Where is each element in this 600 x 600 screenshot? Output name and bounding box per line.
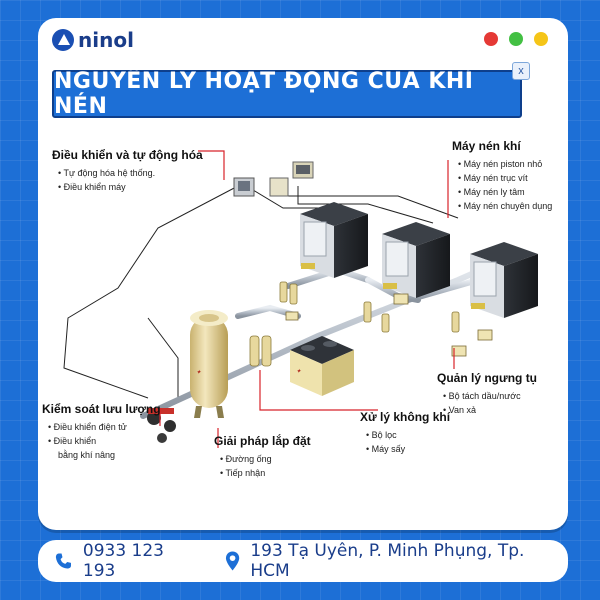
contact-footer: 0933 123 193 193 Tạ Uyên, P. Minh Phụng,…	[38, 540, 568, 582]
compressed-air-system-diagram: ✦ ✦	[63, 150, 538, 448]
label-condensate-management: Quản lý ngưng tụ Bộ tách dầu/nước Van xả	[437, 371, 537, 417]
label-flow-control: Kiểm soát lưu lượng Điều khiển điện tử Đ…	[42, 402, 161, 462]
maximize-dot[interactable]	[509, 32, 523, 46]
leader-lines	[159, 150, 455, 448]
air-dryer: ✦	[290, 336, 354, 396]
label-item: Máy nén piston nhỏ	[452, 157, 552, 171]
label-heading: Quản lý ngưng tụ	[437, 371, 538, 385]
svg-text:✦: ✦	[296, 368, 302, 375]
address-text: 193 Tạ Uyên, P. Minh Phụng, Tp. HCM	[250, 541, 525, 581]
label-item: Đường ống	[214, 452, 311, 466]
brand-logo: ninol	[52, 28, 134, 52]
label-compressors: Máy nén khí Máy nén piston nhỏ Máy nén t…	[452, 139, 552, 213]
air-filters	[249, 335, 272, 367]
label-item: Máy sấy	[360, 442, 450, 456]
compressor-2	[382, 222, 450, 298]
label-item: Điều khiển máy	[52, 180, 203, 194]
label-heading: Xử lý không khí	[360, 410, 451, 424]
map-pin-icon	[226, 551, 240, 571]
label-item: Van xả	[437, 403, 537, 417]
drain-traps	[285, 293, 493, 357]
label-item: Điều khiển điện tử	[42, 420, 161, 434]
content-card: ninol NGUYÊN LÝ HOẠT ĐỘNG CỦA KHÍ NÉN x	[38, 18, 568, 530]
label-item: Tiếp nhận	[214, 466, 311, 480]
phone-icon	[55, 553, 71, 569]
label-air-treatment: Xử lý không khí Bộ lọc Máy sấy	[360, 410, 450, 456]
address-contact[interactable]: 193 Tạ Uyên, P. Minh Phụng, Tp. HCM	[225, 541, 552, 581]
page-title: NGUYÊN LÝ HOẠT ĐỘNG CỦA KHÍ NÉN	[54, 69, 474, 119]
label-item: Tự động hóa hệ thống.	[52, 166, 203, 180]
compressor-3	[470, 242, 538, 318]
label-heading: Kiểm soát lưu lượng	[42, 402, 161, 416]
phone-contact[interactable]: 0933 123 193	[54, 541, 195, 581]
phone-number: 0933 123 193	[82, 541, 164, 581]
control-panels	[233, 161, 314, 197]
close-icon[interactable]: x	[512, 62, 530, 80]
label-item: Máy nén trục vít	[452, 171, 552, 185]
logo-icon	[52, 29, 74, 51]
label-installation: Giải pháp lắp đặt Đường ống Tiếp nhận	[214, 434, 311, 480]
label-item-continued: bằng khí nâng	[58, 450, 116, 460]
title-banner: NGUYÊN LÝ HOẠT ĐỘNG CỦA KHÍ NÉN x	[52, 62, 530, 119]
brand-name: ninol	[78, 28, 134, 52]
close-dot[interactable]	[484, 32, 498, 46]
control-cables	[63, 185, 459, 399]
air-receiver-tank: ✦	[190, 310, 228, 418]
label-item: Máy nén chuyên dụng	[452, 199, 553, 213]
compressor-1	[300, 202, 368, 278]
window-controls	[484, 32, 548, 46]
label-item: Bộ lọc	[360, 428, 450, 442]
label-item: Bộ tách dầu/nước	[437, 389, 537, 403]
svg-text:✦: ✦	[196, 369, 202, 376]
label-item: Điều khiển	[42, 434, 161, 448]
minimize-dot[interactable]	[534, 32, 548, 46]
inline-filters	[279, 281, 460, 333]
label-item: Máy nén ly tâm	[452, 185, 552, 199]
label-heading: Giải pháp lắp đặt	[214, 434, 311, 448]
label-heading: Điều khiển và tự động hóa	[52, 148, 203, 162]
label-control-automation: Điều khiển và tự động hóa Tự động hóa hệ…	[52, 148, 203, 194]
label-heading: Máy nén khí	[452, 139, 521, 153]
